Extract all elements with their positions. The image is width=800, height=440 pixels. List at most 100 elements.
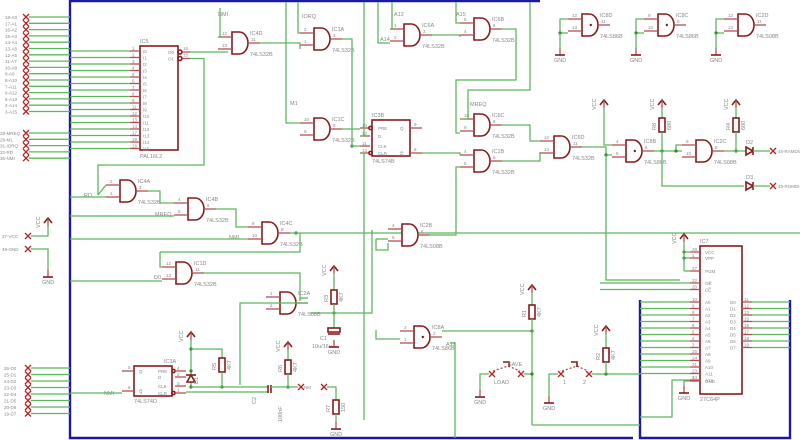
x-stroke bbox=[24, 410, 32, 417]
gate-part: 74LS08B bbox=[756, 34, 779, 40]
connector-pin-label: 27-VCC bbox=[2, 234, 19, 239]
ff-ref: IC3B bbox=[372, 113, 385, 119]
connector-x-icon bbox=[22, 45, 30, 52]
gate-ic1c bbox=[300, 117, 342, 141]
pin-number: 8 bbox=[715, 145, 718, 150]
switch-button-icon bbox=[503, 361, 510, 367]
pal-input-label: I0 bbox=[143, 49, 147, 54]
switch-label-save: SAVE bbox=[508, 362, 523, 368]
net-label-iorq: IORQ bbox=[302, 14, 317, 20]
diode-icon bbox=[745, 145, 755, 157]
pin-number: 21 bbox=[692, 362, 698, 367]
pin-number: 12 bbox=[222, 31, 228, 36]
x-stroke bbox=[22, 95, 30, 103]
connector-x-icon bbox=[22, 101, 30, 109]
pin-number: 24 bbox=[692, 356, 698, 361]
pin-number: 27 bbox=[692, 266, 698, 271]
ff-pin-label: D bbox=[158, 375, 162, 380]
pin-number: 8 bbox=[692, 310, 695, 315]
pin-number: 5 bbox=[464, 161, 467, 166]
cap-ref: C2 bbox=[252, 397, 258, 404]
gate-part: 74LS32B bbox=[572, 156, 595, 162]
eprom-pin-label: GND bbox=[705, 379, 716, 384]
ff-pin-label: PRE bbox=[158, 369, 167, 374]
x-stroke bbox=[24, 232, 32, 240]
gate-part: 74LS32B bbox=[194, 282, 217, 288]
connector-x-icon bbox=[24, 410, 32, 417]
connector-pin-label: 6-A12 bbox=[5, 91, 18, 96]
gnd-label: GND bbox=[710, 58, 722, 64]
gate-ic4a bbox=[106, 179, 148, 203]
pin-number: 4 bbox=[392, 223, 395, 228]
connector-x-icon bbox=[22, 51, 30, 59]
pin-number: 15 bbox=[744, 317, 750, 322]
vcc-label: VCC bbox=[179, 330, 185, 342]
eprom-pin-label: A7 bbox=[705, 346, 711, 351]
ff-pin-label: Q bbox=[400, 126, 404, 131]
resistor-ref: R3 bbox=[324, 295, 330, 302]
pin-number: 1 bbox=[394, 23, 397, 28]
wire bbox=[360, 2, 365, 137]
diode-ref: D2 bbox=[746, 140, 753, 146]
gate-part: 74LS86B bbox=[644, 160, 667, 166]
x-stroke bbox=[22, 63, 30, 71]
net-label-m1: M1 bbox=[290, 101, 298, 107]
connector-x-icon bbox=[24, 384, 32, 391]
xor-dot-icon bbox=[633, 149, 636, 153]
pin-number: 23 bbox=[692, 369, 698, 374]
gate-body bbox=[175, 261, 193, 285]
wire bbox=[715, 18, 724, 34]
gnd-label: GND bbox=[330, 432, 342, 438]
gate-ref: IC2A bbox=[298, 291, 311, 297]
resistor-ref: R1 bbox=[522, 310, 528, 317]
pin-number: 7 bbox=[692, 317, 695, 322]
pal-input-label: I12 bbox=[143, 127, 150, 132]
gate-ic6b bbox=[460, 17, 502, 41]
wire bbox=[460, 2, 531, 120]
eprom-part: 27C64P bbox=[700, 397, 720, 403]
pin-number: 5 bbox=[616, 151, 619, 156]
vcc-label: VCC bbox=[650, 98, 656, 110]
wire bbox=[239, 302, 308, 385]
wire bbox=[582, 146, 612, 156]
connector-x-icon bbox=[22, 82, 30, 90]
ff-pin-label: CLK bbox=[158, 384, 167, 389]
connector-x-icon bbox=[488, 370, 496, 378]
wire bbox=[218, 8, 221, 38]
eprom-pin-label: A10 bbox=[705, 365, 714, 370]
wire bbox=[285, 2, 300, 124]
eprom-pin-label: A3 bbox=[705, 320, 711, 325]
diode-ref: D1 bbox=[194, 377, 200, 384]
diode-ref: D3 bbox=[746, 175, 753, 181]
x-stroke bbox=[22, 129, 30, 137]
pin-number: 2 bbox=[110, 179, 113, 184]
connector-x-icon bbox=[22, 108, 30, 115]
connector-x-icon bbox=[22, 19, 30, 27]
eprom-pin-label: OE̅ bbox=[705, 280, 712, 286]
eprom-pin-label: D2 bbox=[730, 313, 736, 318]
pin-number: 11 bbox=[362, 141, 367, 146]
ff-pin-label: Q bbox=[139, 369, 143, 374]
pin-number: 3 bbox=[692, 343, 695, 348]
gate-ref: IC8A bbox=[432, 325, 445, 331]
pin-number: 10 bbox=[686, 151, 692, 156]
x-stroke bbox=[22, 89, 30, 97]
connector-x-icon bbox=[22, 148, 30, 156]
connector-x-icon bbox=[22, 76, 30, 84]
gate-ref: IC4A bbox=[138, 179, 151, 185]
pin-number: 13 bbox=[728, 25, 734, 30]
gate-part: 74LS32B bbox=[492, 134, 515, 140]
x-stroke bbox=[22, 154, 30, 162]
x-stroke bbox=[769, 147, 777, 155]
pin-number: 12 bbox=[744, 304, 750, 309]
gate-body bbox=[401, 223, 419, 247]
cap-ref: C1 bbox=[320, 336, 327, 342]
pin-number: 8 bbox=[677, 19, 680, 24]
eprom-pin-label: D3 bbox=[730, 320, 736, 325]
x-stroke bbox=[22, 82, 30, 90]
gate-part: 74LS08B bbox=[714, 160, 737, 166]
vcc-label: VCC bbox=[276, 340, 282, 352]
pin-number: 5 bbox=[178, 209, 181, 214]
connector-pin-label: 32-RD bbox=[0, 150, 14, 155]
